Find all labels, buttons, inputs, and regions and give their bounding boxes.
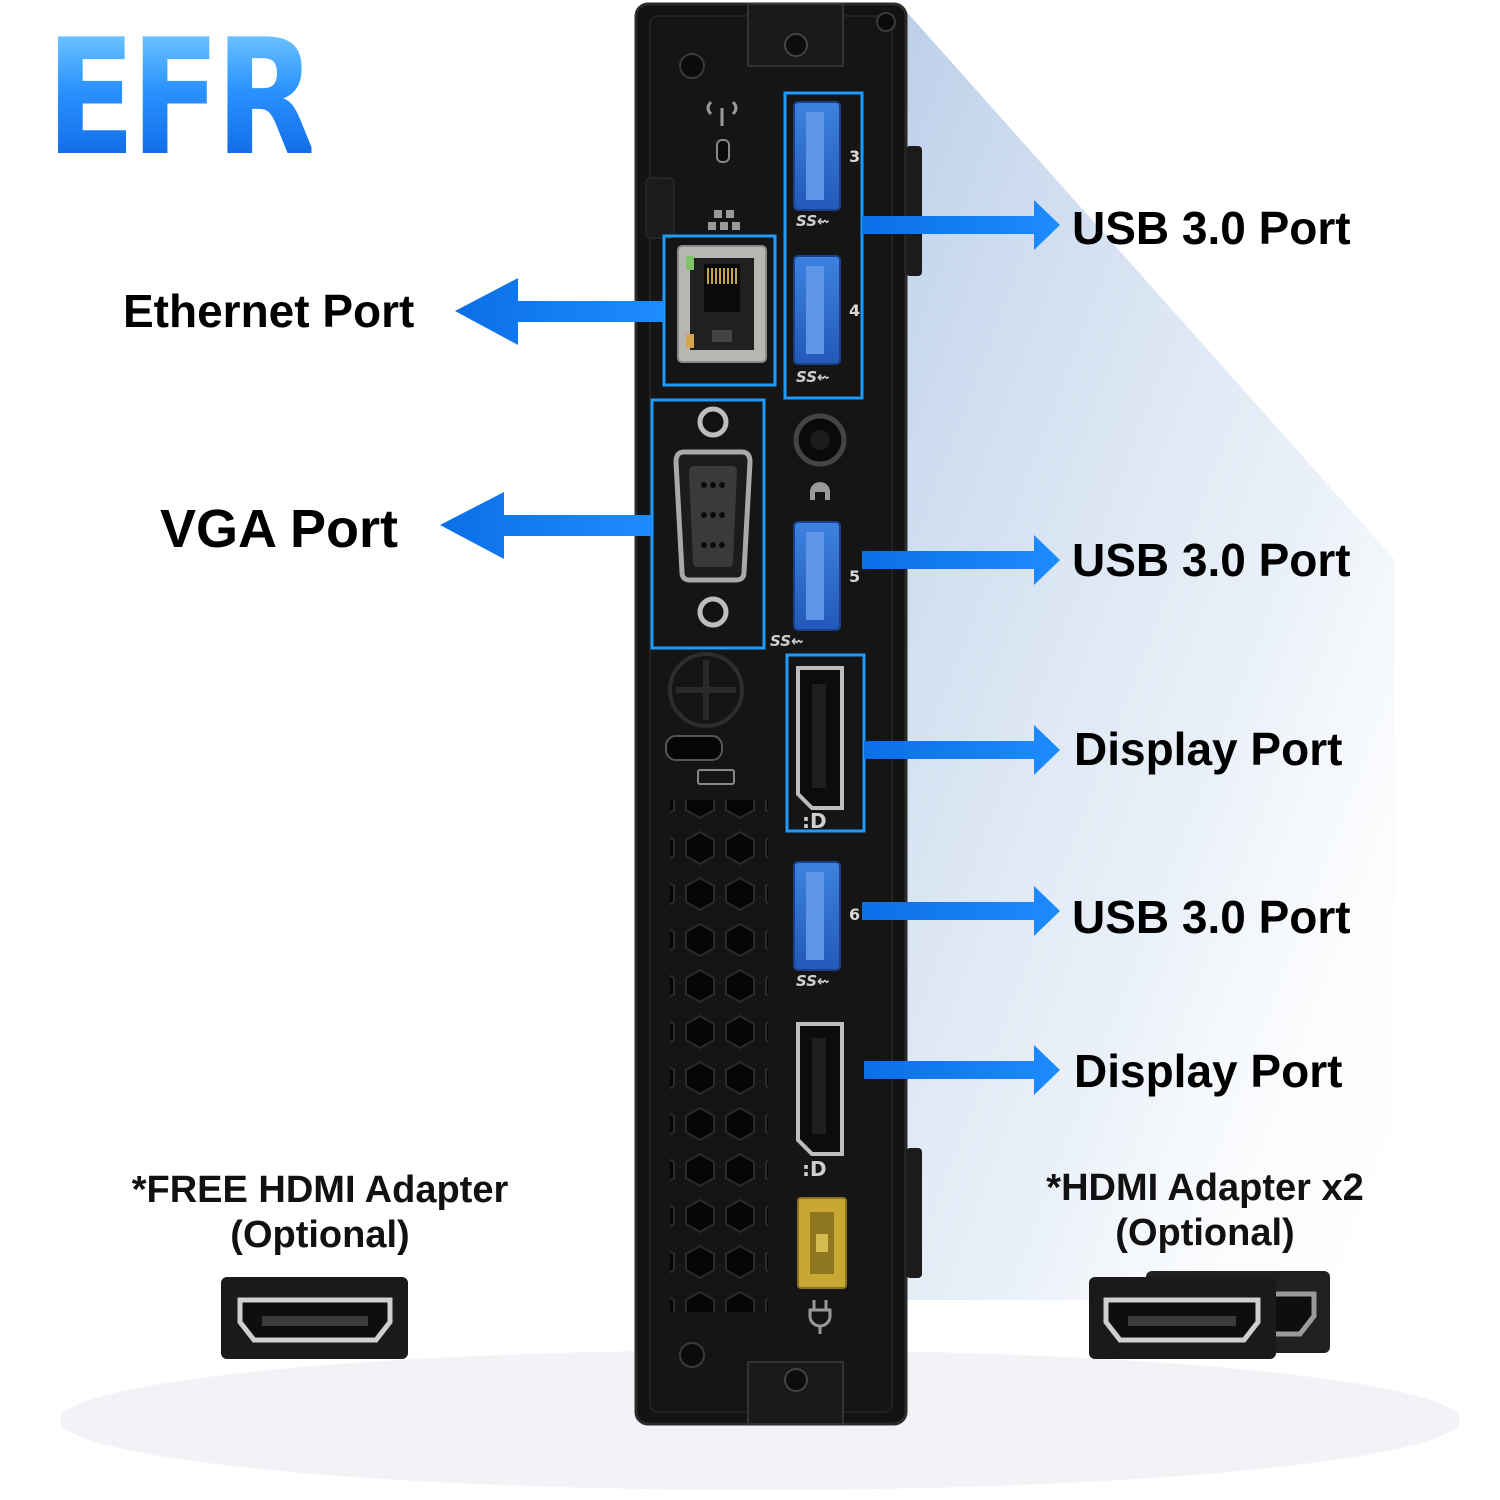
arrow-display-top	[864, 725, 1060, 775]
vent-grille	[670, 800, 768, 1312]
side-clip-upper	[906, 146, 922, 276]
arrow-usb-top	[862, 200, 1060, 250]
label-display-top: Display Port	[1074, 723, 1343, 775]
top-screw-hole	[784, 33, 808, 57]
hdmi-adapter-left	[221, 1277, 408, 1359]
adapter-right-line1: *HDMI Adapter x2	[1046, 1167, 1364, 1209]
bottom-left-screw	[679, 1342, 705, 1368]
port-number-4: 4	[849, 301, 860, 320]
security-slot	[665, 735, 723, 761]
headphone-jack	[793, 413, 847, 467]
ethernet-led-green	[686, 256, 694, 270]
adapter-left-caption: *FREE HDMI Adapter (Optional)	[60, 1168, 580, 1258]
adapter-left-line2: (Optional)	[230, 1214, 410, 1256]
label-vga: VGA Port	[160, 499, 399, 559]
bottom-screw-hole	[784, 1368, 808, 1392]
top-right-screw	[876, 12, 896, 32]
label-usb-mid: USB 3.0 Port	[1072, 534, 1351, 586]
vga-port	[673, 406, 753, 628]
displayport-low	[796, 1022, 844, 1156]
arrow-vga	[440, 492, 652, 559]
adapter-left-line1: *FREE HDMI Adapter	[131, 1169, 509, 1211]
highlight-usb-top	[783, 91, 864, 400]
port-number-6: 6	[849, 905, 860, 924]
adapter-right-line2: (Optional)	[1115, 1212, 1295, 1254]
displayport-icon: :D	[802, 809, 827, 833]
left-clip	[645, 177, 675, 239]
label-ethernet: Ethernet Port	[123, 285, 415, 337]
usb-port-5	[793, 521, 841, 631]
label-usb-top: USB 3.0 Port	[1072, 202, 1351, 254]
arrow-usb-mid	[862, 535, 1060, 585]
usb-ss-icon: SS⇜	[770, 632, 804, 650]
network-icon	[708, 210, 740, 230]
wifi-antenna-icon	[706, 100, 738, 126]
side-clip-lower	[906, 1148, 922, 1278]
hdmi-adapter-right	[1089, 1271, 1330, 1359]
displayport-top	[796, 666, 844, 810]
power-port	[797, 1197, 847, 1289]
port-number-3: 3	[849, 147, 860, 166]
brand-logo: EFR	[46, 4, 316, 191]
usb-port-6	[793, 861, 841, 971]
ethernet-port	[677, 245, 767, 363]
label-display-low: Display Port	[1074, 1045, 1343, 1097]
arrow-display-low	[864, 1045, 1060, 1095]
displayport-icon: :D	[802, 1157, 827, 1181]
power-icon	[808, 1300, 832, 1334]
label-usb-low: USB 3.0 Port	[1072, 891, 1351, 943]
adapter-right-caption: *HDMI Adapter x2 (Optional)	[945, 1166, 1465, 1256]
top-left-screw	[679, 53, 705, 79]
arrow-usb-low	[862, 886, 1060, 936]
port-number-5: 5	[849, 567, 860, 586]
ethernet-led-orange	[686, 334, 694, 348]
usb-ss-icon: SS⇜	[796, 212, 830, 230]
usb-ss-icon: SS⇜	[796, 972, 830, 990]
serial-icon	[697, 769, 735, 785]
background-glow	[905, 10, 1395, 1300]
usb-port-3	[793, 101, 841, 211]
arrows	[440, 200, 1060, 1095]
usb-ss-icon: SS⇜	[796, 368, 830, 386]
headphone-icon	[810, 482, 830, 500]
usb-port-4	[793, 255, 841, 365]
lock-slot-icon	[716, 139, 730, 163]
arrow-ethernet	[455, 278, 664, 345]
